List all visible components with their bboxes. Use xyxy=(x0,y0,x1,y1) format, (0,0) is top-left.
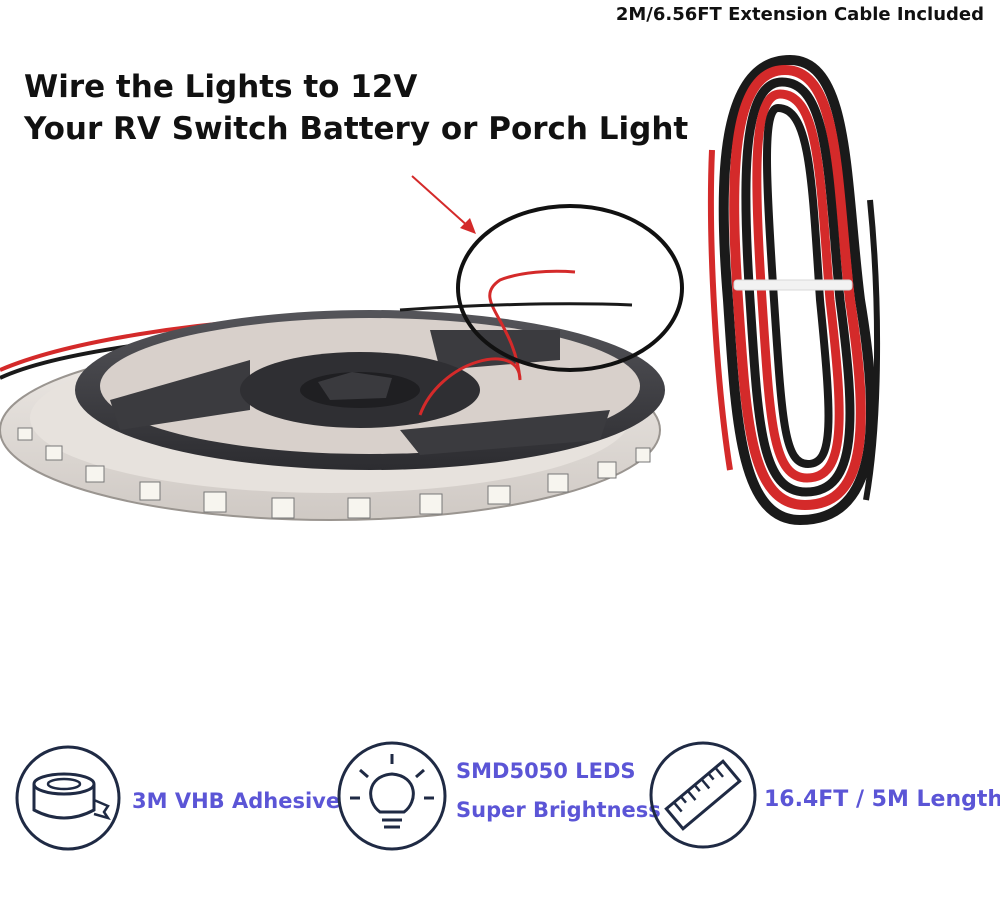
headline: Wire the Lights to 12V Your RV Switch Ba… xyxy=(24,66,689,150)
feature-label-adhesive: 3M VHB Adhesive xyxy=(132,789,341,813)
headline-line-1: Wire the Lights to 12V xyxy=(24,69,418,105)
feature-label-length: 16.4FT / 5M Length xyxy=(764,787,1000,812)
feature-label-leds: SMD5050 LEDS xyxy=(456,759,636,783)
pointer-arrow xyxy=(411,175,476,234)
cable-caption: 2M/6.56FT Extension Cable Included xyxy=(615,4,984,25)
headline-line-2: Your RV Switch Battery or Porch Light xyxy=(24,111,689,147)
led-chips xyxy=(17,427,651,519)
feature-label-brightness: Super Brightness xyxy=(456,798,661,822)
ruler-icon xyxy=(648,740,758,850)
reel-wire-ends xyxy=(399,269,633,416)
tape-roll-icon xyxy=(14,744,122,852)
lightbulb-icon xyxy=(336,740,448,852)
highlight-circle xyxy=(456,204,684,372)
product-illustration xyxy=(0,54,881,526)
extension-cable-coil xyxy=(707,54,881,526)
